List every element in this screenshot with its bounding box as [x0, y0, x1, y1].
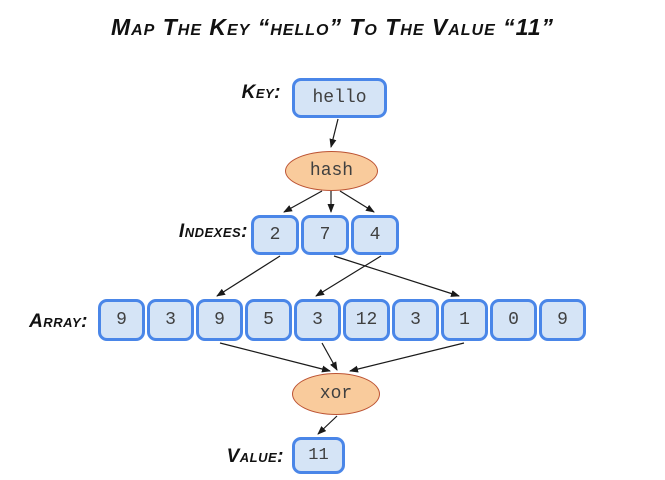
arrow-key-box-to-hash-ellipse [329, 118, 339, 148]
array-cell-8: 0 [490, 299, 537, 341]
diagram-title: Map The Key “hello” To The Value “11” [110, 14, 555, 40]
index-cell-0: 2 [251, 215, 299, 255]
array-cell-0: 9 [98, 299, 145, 341]
array-cell-4: 3 [294, 299, 341, 341]
key-label: Key: [241, 82, 281, 103]
arrow-index-1-to-array-7 [333, 255, 460, 297]
arrow-array-4-to-xor-ellipse [321, 342, 338, 371]
array-cell-9: 9 [539, 299, 586, 341]
arrow-index-2-to-array-4 [315, 255, 382, 297]
array-cell-5: 12 [343, 299, 390, 341]
arrow-index-0-to-array-2 [216, 255, 281, 297]
value-box: 11 [292, 437, 345, 474]
index-row: 2 7 4 [251, 215, 399, 255]
array-cell-2: 9 [196, 299, 243, 341]
xor-operation-ellipse: xor [292, 373, 380, 415]
hash-function-ellipse: hash [285, 151, 378, 191]
arrow-hash-ellipse-to-index-0 [283, 190, 323, 213]
array-cell-1: 3 [147, 299, 194, 341]
array-label: Array: [29, 311, 88, 332]
array-cell-6: 3 [392, 299, 439, 341]
arrow-hash-ellipse-to-index-2 [339, 190, 375, 213]
arrow-array-2-to-xor-ellipse [219, 342, 331, 373]
array-cell-3: 5 [245, 299, 292, 341]
array-cell-7: 1 [441, 299, 488, 341]
arrow-xor-ellipse-to-value-box [317, 415, 338, 435]
indexes-label: Indexes: [178, 221, 248, 242]
arrow-array-7-to-xor-ellipse [349, 342, 465, 373]
value-label: Value: [226, 446, 284, 467]
array-row: 9 3 9 5 3 12 3 1 0 9 [98, 299, 586, 341]
key-box: hello [292, 78, 387, 118]
index-cell-1: 7 [301, 215, 349, 255]
index-cell-2: 4 [351, 215, 399, 255]
